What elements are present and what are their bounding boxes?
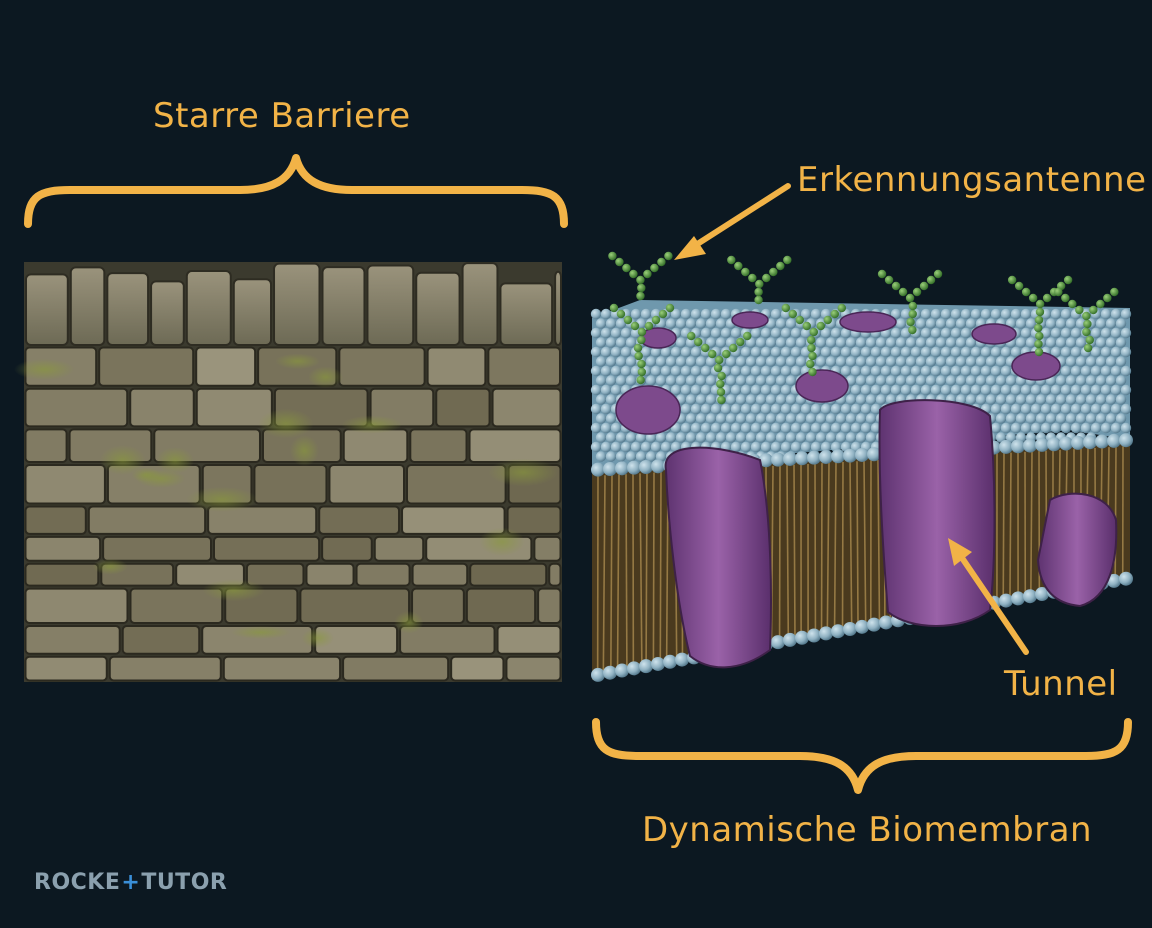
brace-icon (592, 718, 1132, 794)
left-caption: Starre Barriere (153, 96, 411, 136)
logo-text-part1: ROCKE (34, 870, 121, 895)
plus-icon: + (121, 870, 141, 895)
tunnel-label: Tunnel (1004, 664, 1118, 704)
arrow-icon (948, 538, 1029, 655)
logo-text-part2: TUTOR (141, 870, 228, 895)
antenna-label: Erkennungsantenne (797, 160, 1147, 200)
logo: ROCKE+TUTOR (34, 870, 227, 895)
arrow-icon (674, 183, 791, 260)
brace-icon (24, 154, 568, 228)
right-caption: Dynamische Biomembran (642, 810, 1093, 850)
